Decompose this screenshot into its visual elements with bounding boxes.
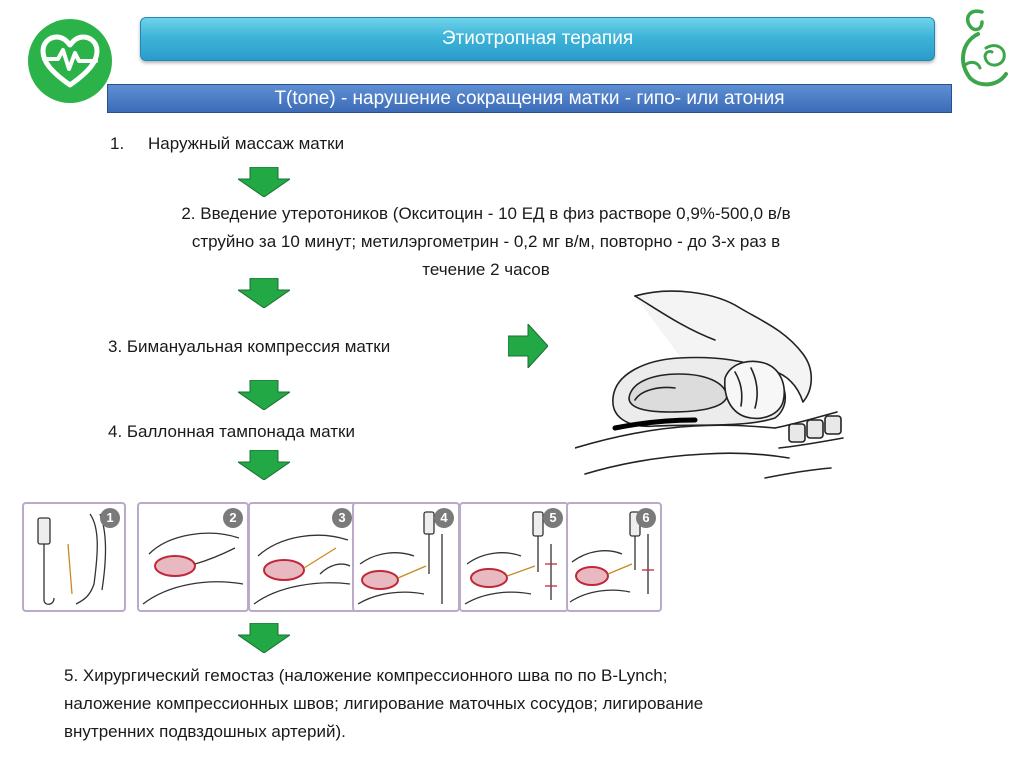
step-3-text: 3. Бимануальная компрессия матки — [108, 337, 391, 356]
tamponade-step-illustration — [464, 511, 557, 605]
tamponade-step-illustration — [142, 532, 244, 605]
step-2-line-3: течение 2 часов — [422, 260, 550, 279]
step-5-text: 5. Хирургический гемостаз (наложение ком… — [64, 662, 944, 746]
tamponade-panel-5: 5 — [459, 502, 569, 612]
tamponade-step-illustration — [253, 534, 351, 605]
tamponade-panel-4: 4 — [352, 502, 460, 612]
arrow-down-icon — [238, 623, 290, 653]
bimanual-compression-illustration — [575, 290, 844, 479]
step-2-text: 2. Введение утеротоников (Окситоцин - 10… — [106, 200, 866, 284]
step-5-line-2: наложение компрессионных швов; лигирован… — [64, 694, 704, 713]
page-subtitle: T(tone) - нарушение сокращения матки - г… — [107, 84, 952, 113]
panel-number: 4 — [434, 508, 454, 528]
tamponade-step-illustration — [357, 511, 443, 605]
step-1-text: Наружный массаж матки — [148, 134, 345, 153]
panel-number: 5 — [543, 508, 563, 528]
panel-number: 1 — [100, 508, 120, 528]
tamponade-panel-3: 3 — [248, 502, 358, 612]
arrow-down-icon — [238, 450, 290, 480]
mother-child-logo — [952, 4, 1018, 90]
tamponade-panel-1: 1 — [22, 502, 126, 612]
step-5-line-3: внутренних подвздошных артерий). — [64, 722, 346, 741]
heart-pulse-icon — [40, 34, 100, 88]
step-1-number: 1. — [110, 134, 125, 153]
panel-number: 6 — [636, 508, 656, 528]
step-2-line-1: 2. Введение утеротоников (Окситоцин - 10… — [181, 204, 791, 223]
arrow-down-icon — [238, 167, 290, 197]
panel-number: 2 — [223, 508, 243, 528]
heart-pulse-logo — [28, 19, 112, 103]
arrow-right-icon — [508, 324, 548, 368]
step-2-line-2: струйно за 10 минут; метилэргометрин - 0… — [191, 232, 781, 251]
tamponade-panel-2: 2 — [137, 502, 249, 612]
arrow-down-icon — [238, 278, 290, 308]
mother-child-icon — [961, 9, 1008, 87]
arrow-down-icon — [238, 380, 290, 410]
page-title: Этиотропная терапия — [140, 17, 935, 61]
step-5-line-1: 5. Хирургический гемостаз (наложение ком… — [64, 666, 668, 685]
step-4-text: 4. Баллонная тампонада матки — [108, 422, 355, 441]
panel-number: 3 — [332, 508, 352, 528]
tamponade-panel-6: 6 — [566, 502, 662, 612]
